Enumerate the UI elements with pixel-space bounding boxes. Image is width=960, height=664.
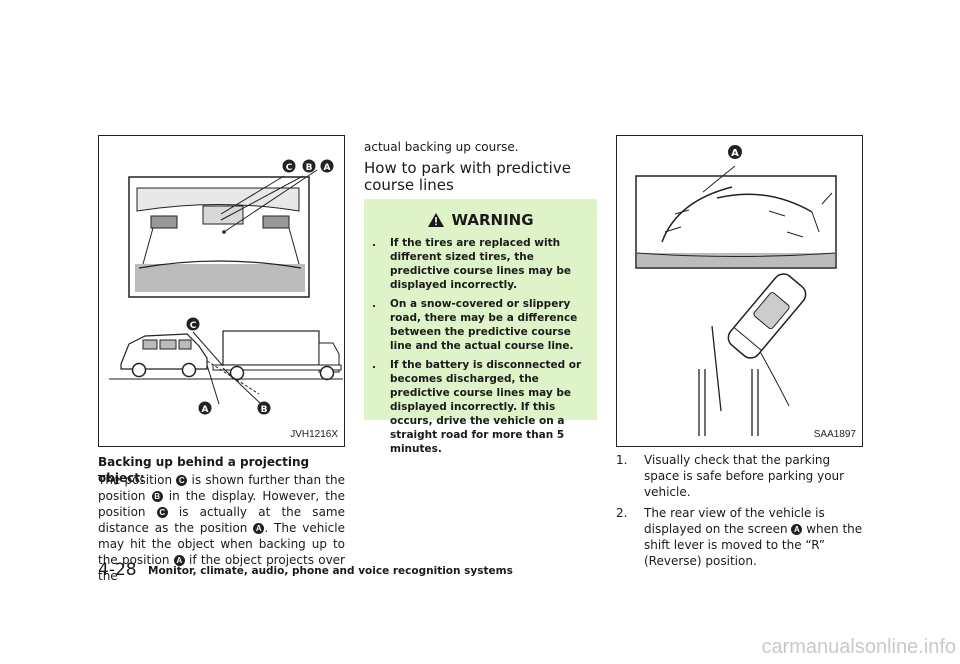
- label-a-top: A: [324, 163, 331, 173]
- para-text-1: The position: [98, 473, 177, 487]
- para-text-5: . The vehicle may hit the object when ba…: [98, 521, 345, 567]
- steps-list: 1. Visually check that the parking space …: [616, 452, 864, 574]
- warning-item: . On a snow-covered or slippery road, the…: [368, 297, 594, 353]
- warning-header: WARNING: [364, 211, 597, 229]
- warning-box: WARNING . If the tires are replaced with …: [364, 199, 597, 455]
- projecting-object-heading: Backing up behind a projecting object:: [98, 455, 310, 485]
- figure-parking-view: A SAA1897: [616, 135, 863, 447]
- warning-item: . If the tires are replaced with differen…: [368, 236, 594, 292]
- marker-b: B: [151, 491, 163, 502]
- warning-item: . If the battery is disconnected or becom…: [368, 358, 594, 456]
- warning-icon: [428, 213, 445, 227]
- label-b-side: B: [261, 405, 268, 415]
- bullet: .: [372, 298, 376, 310]
- figure-code-left: JVH1216X: [290, 429, 338, 440]
- step-text: The rear view of the vehicle is displaye…: [644, 506, 825, 536]
- step-text: Visually check that the parking space is…: [644, 453, 845, 499]
- bullet: .: [372, 237, 376, 249]
- figure-projecting-object: C B A C A B JVH1216X: [98, 135, 345, 447]
- projecting-object-illustration: C B A C A B: [109, 159, 343, 415]
- warning-item-text: On a snow-covered or slippery road, ther…: [390, 298, 578, 352]
- step-text: when the shift lever is moved to the “R”…: [644, 522, 863, 568]
- marker-c: C: [156, 507, 168, 518]
- para-text-4: is actually at the same distance as the …: [98, 505, 345, 535]
- figure-code-right: SAA1897: [813, 429, 856, 440]
- marker-a: A: [173, 555, 185, 566]
- step-number: 1.: [616, 453, 628, 467]
- warning-item-text: If the battery is disconnected or become…: [390, 359, 582, 455]
- projecting-object-paragraph: The position C is shown further than the…: [98, 472, 345, 584]
- label-b-top: B: [306, 163, 313, 173]
- marker-a: A: [791, 524, 803, 535]
- warning-item-text: If the tires are replaced with different…: [390, 237, 572, 291]
- label-a-side: A: [202, 405, 209, 415]
- watermark: carmanualsonline.info: [761, 636, 956, 658]
- parking-view-illustration: A: [635, 145, 837, 436]
- warning-title: WARNING: [451, 211, 534, 229]
- continuation-text: actual backing up course.: [364, 140, 519, 154]
- warning-list: . If the tires are replaced with differen…: [368, 236, 594, 461]
- bullet: .: [372, 359, 376, 371]
- para-text-6: if the object projects over the: [98, 553, 345, 583]
- step-1: 1. Visually check that the parking space …: [616, 452, 864, 500]
- para-text-2: is shown further than the position: [98, 473, 345, 503]
- para-text-3: in the display. However, the position: [98, 489, 345, 519]
- label-c-top: C: [286, 163, 293, 173]
- chapter-title: Monitor, climate, audio, phone and voice…: [148, 565, 513, 577]
- marker-a: A: [253, 523, 265, 534]
- marker-c: C: [176, 475, 188, 486]
- page-number: 4-28: [98, 560, 137, 580]
- step-2: 2. The rear view of the vehicle is displa…: [616, 505, 864, 569]
- step-number: 2.: [616, 506, 628, 520]
- label-c-side: C: [190, 321, 197, 331]
- section-title: How to park with predictive course lines: [364, 159, 571, 194]
- label-a-right: A: [731, 148, 739, 159]
